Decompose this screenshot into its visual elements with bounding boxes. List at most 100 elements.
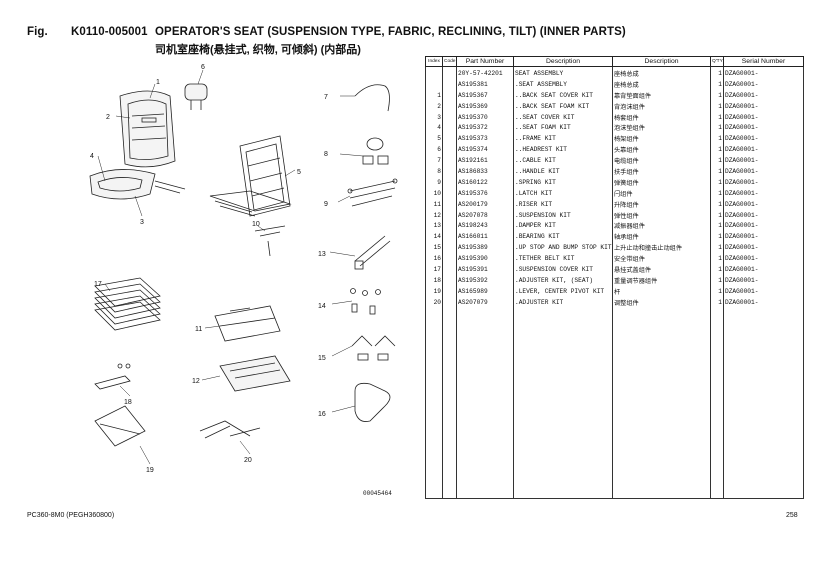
row-description: ..SEAT COVER KIT <box>513 111 613 123</box>
row-index: 5 <box>425 133 443 145</box>
footer-model: PC360-8M0 (PEGH360800) <box>27 512 115 519</box>
header-description-cn: Description <box>612 56 711 67</box>
row-description-cn: 靠背垫面组件 <box>612 89 711 101</box>
callout-18: 18 <box>124 399 132 406</box>
row-serial-number: DZAG0001- <box>723 122 804 134</box>
callout-5: 5 <box>297 169 301 176</box>
row-index: 14 <box>425 231 443 243</box>
row-serial-number: DZAG0001- <box>723 242 804 254</box>
row-code <box>442 198 457 210</box>
row-part-number: AS195373 <box>456 133 514 145</box>
row-part-number: AS200179 <box>456 198 514 210</box>
row-code <box>442 100 457 112</box>
header-part-number: Part Number <box>456 56 514 67</box>
row-serial-number: DZAG0001- <box>723 198 804 210</box>
row-part-number: AS195369 <box>456 100 514 112</box>
header-qty: Q'TY <box>710 56 724 67</box>
row-part-number: AS192161 <box>456 155 514 167</box>
latch-kit-drawing <box>254 225 286 257</box>
row-qty: 1 <box>710 296 724 308</box>
row-serial-number: DZAG0001- <box>723 187 804 199</box>
row-description: ..HEADREST KIT <box>513 144 613 156</box>
row-description: .SPRING KIT <box>513 176 613 188</box>
row-serial-number: DZAG0001- <box>723 274 804 286</box>
row-qty: 1 <box>710 187 724 199</box>
row-part-number: AS195392 <box>456 274 514 286</box>
filler-cell <box>723 307 804 499</box>
filler-cell <box>710 307 724 499</box>
row-part-number: 20Y-57-42201 <box>456 66 514 79</box>
parts-table: Index Code Part Number Description Descr… <box>425 56 804 499</box>
row-description-cn: 上升止动和撞击止动组件 <box>612 242 711 254</box>
row-code <box>442 220 457 232</box>
row-qty: 1 <box>710 285 724 297</box>
callout-16: 16 <box>318 411 326 418</box>
row-qty: 1 <box>710 198 724 210</box>
seat-frame-drawing <box>209 135 292 217</box>
fig-code: K0110-005001 <box>71 26 148 38</box>
stop-kit-drawing <box>351 335 396 361</box>
callout-2: 2 <box>106 114 110 121</box>
row-qty: 1 <box>710 78 724 90</box>
row-serial-number: DZAG0001- <box>723 220 804 232</box>
row-description: ..SEAT FOAM KIT <box>513 122 613 134</box>
row-description: .SUSPENSION KIT <box>513 209 613 221</box>
row-code <box>442 209 457 221</box>
row-index: 11 <box>425 198 443 210</box>
row-description: ..CABLE KIT <box>513 155 613 167</box>
cable-drawing <box>354 84 390 112</box>
row-part-number: AS195381 <box>456 78 514 90</box>
parts-table-header: Index Code Part Number Description Descr… <box>425 56 804 67</box>
suspension-cover-drawing <box>94 277 161 331</box>
row-code <box>442 155 457 167</box>
row-description-cn: 电缆组件 <box>612 155 711 167</box>
exploded-view-illustration: 1 2 3 4 5 6 7 8 9 10 13 14 15 16 17 11 1… <box>89 64 398 474</box>
row-description-cn: 悬挂式盖组件 <box>612 264 711 275</box>
row-part-number: AS195389 <box>456 242 514 254</box>
row-description-cn: 安全带组件 <box>612 253 711 265</box>
row-qty: 1 <box>710 66 724 79</box>
row-code <box>442 78 457 90</box>
row-qty: 1 <box>710 89 724 101</box>
row-description: ..BACK SEAT FOAM KIT <box>513 100 613 112</box>
row-description: .SUSPENSION COVER KIT <box>513 264 613 275</box>
row-index: 9 <box>425 176 443 188</box>
row-index <box>425 66 443 79</box>
row-code <box>442 144 457 156</box>
row-part-number: AS195367 <box>456 89 514 101</box>
row-description: .LATCH KIT <box>513 187 613 199</box>
row-description-cn: 头靠组件 <box>612 144 711 156</box>
row-serial-number: DZAG0001- <box>723 111 804 123</box>
callout-17: 17 <box>94 281 102 288</box>
row-index: 18 <box>425 274 443 286</box>
row-part-number: AS207079 <box>456 296 514 308</box>
row-description-cn: 调整组件 <box>612 296 711 308</box>
row-code <box>442 231 457 243</box>
row-qty: 1 <box>710 220 724 232</box>
spring-kit-drawing <box>347 178 398 207</box>
row-description-cn: 闩组件 <box>612 187 711 199</box>
row-description-cn: 杆 <box>612 285 711 297</box>
header-description: Description <box>513 56 613 67</box>
row-qty: 1 <box>710 274 724 286</box>
callout-20: 20 <box>244 457 252 464</box>
center-pivot-lever-drawing <box>94 405 146 447</box>
row-qty: 1 <box>710 231 724 243</box>
row-index: 12 <box>425 209 443 221</box>
row-serial-number: DZAG0001- <box>723 66 804 79</box>
filler-cell <box>425 307 443 499</box>
row-description: .LEVER, CENTER PIVOT KIT <box>513 285 613 297</box>
row-index: 8 <box>425 166 443 177</box>
footer-page-number: 258 <box>786 512 798 519</box>
row-index: 20 <box>425 296 443 308</box>
